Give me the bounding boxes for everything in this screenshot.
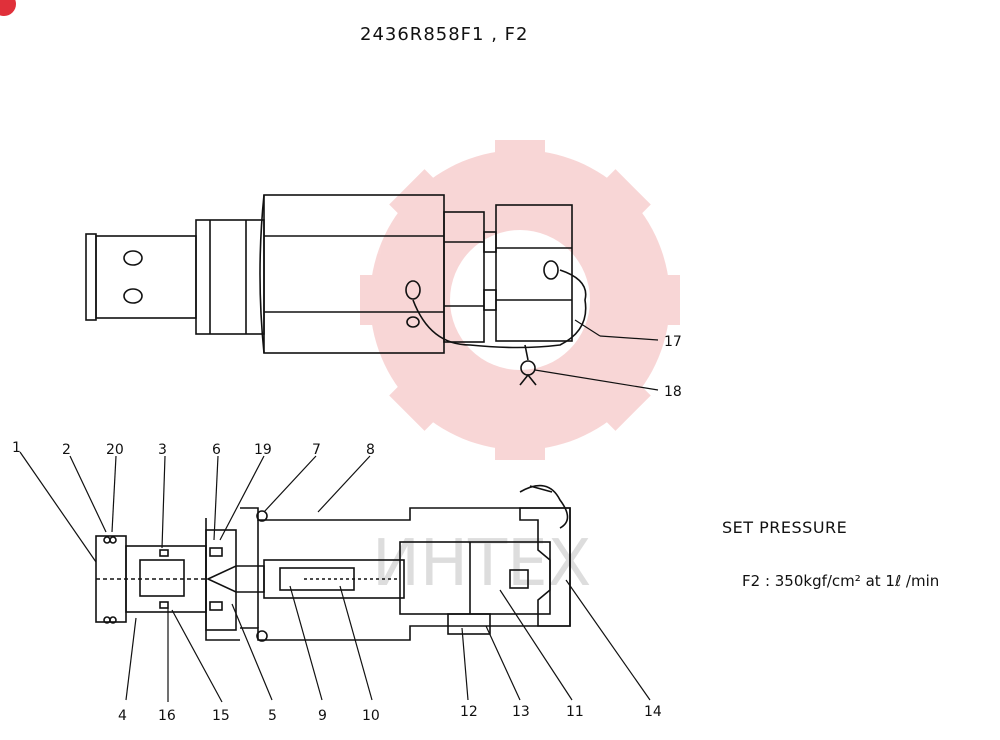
callout-2: 2 [62, 442, 71, 458]
callout-4: 4 [118, 708, 127, 724]
callout-12: 12 [460, 704, 478, 720]
callout-16: 16 [158, 708, 176, 724]
callout-18: 18 [664, 384, 682, 400]
callout-5: 5 [268, 708, 277, 724]
leader-lines [19, 319, 659, 703]
callout-8: 8 [366, 442, 375, 458]
external-view [85, 194, 587, 386]
callout-10: 10 [362, 708, 380, 724]
callout-9: 9 [318, 708, 327, 724]
callout-15: 15 [212, 708, 230, 724]
callout-6: 6 [212, 442, 221, 458]
callout-11: 11 [566, 704, 584, 720]
set-pressure-heading: SET PRESSURE [722, 518, 848, 537]
drawing-title: 2436R858F1 , F2 [360, 24, 529, 45]
callout-20: 20 [106, 442, 124, 458]
callout-19: 19 [254, 442, 272, 458]
watermark-text: ИНТЕХ [372, 527, 591, 601]
callout-3: 3 [158, 442, 167, 458]
callout-1: 1 [12, 440, 21, 456]
callout-numbers: 1 2 20 3 6 19 7 8 17 18 4 16 15 5 9 10 1… [12, 334, 682, 724]
callout-14: 14 [644, 704, 662, 720]
set-pressure-value: F2 : 350kgf/cm² at 1ℓ /min [742, 572, 940, 590]
callout-13: 13 [512, 704, 530, 720]
corner-badge [0, 0, 16, 16]
callout-7: 7 [312, 442, 321, 458]
section-view [95, 484, 571, 642]
callout-17: 17 [664, 334, 682, 350]
